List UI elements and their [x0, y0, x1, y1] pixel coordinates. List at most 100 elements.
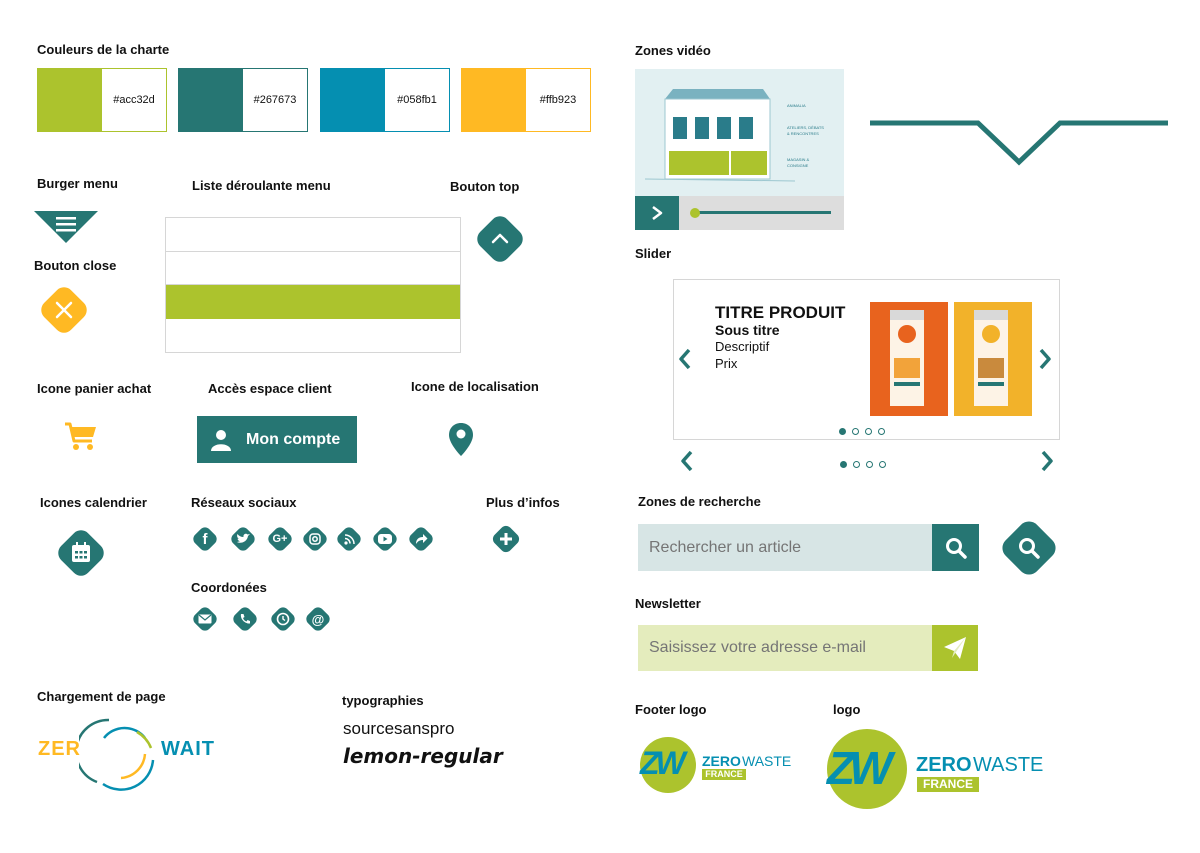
location-pin-icon[interactable] — [449, 423, 473, 457]
dropdown-menu — [165, 217, 461, 353]
main-logo: ZW ZERO WASTE FRANCE — [825, 727, 1043, 811]
main-logo-mark: ZW — [827, 742, 892, 794]
main-logo-waste: WASTE — [973, 754, 1044, 776]
swatch-blue: #058fb1 — [320, 68, 450, 132]
footer-logo-heading: Footer logo — [635, 702, 707, 717]
footer-logo-france: FRANCE — [702, 769, 746, 780]
search-submit-button[interactable] — [932, 524, 979, 571]
burger-menu-button[interactable] — [34, 211, 98, 243]
video-thumbnail — [635, 69, 844, 196]
close-button[interactable] — [37, 283, 91, 337]
outer-dot-3[interactable] — [866, 461, 873, 468]
logo-heading: logo — [833, 702, 861, 717]
slider-product-description: Descriptif — [715, 339, 770, 354]
dropdown-item-1[interactable] — [166, 218, 460, 252]
main-logo-zero: ZERO — [916, 754, 972, 776]
search-toggle-button[interactable] — [997, 516, 1061, 580]
slider-outer-next-icon[interactable] — [1039, 449, 1055, 473]
back-to-top-button[interactable] — [473, 212, 527, 266]
outer-dot-1[interactable] — [840, 461, 847, 468]
more-info-button[interactable] — [490, 523, 522, 555]
contact-heading: Coordonées — [191, 580, 267, 595]
phone-icon[interactable] — [230, 604, 260, 634]
swatch-yellow: #ffb923 — [461, 68, 591, 132]
account-label: Mon compte — [246, 430, 341, 448]
slider-next-arrow-icon[interactable] — [1037, 347, 1053, 371]
dropdown-item-4[interactable] — [166, 319, 460, 352]
section-divider-chevron — [870, 120, 1168, 166]
close-icon — [55, 301, 73, 319]
loading-right-text: WAIT — [161, 738, 215, 760]
cart-heading: Icone panier achat — [37, 381, 152, 396]
account-button[interactable]: Mon compte — [197, 416, 357, 463]
calendar-heading: Icones calendrier — [40, 495, 147, 510]
newsletter-submit-button[interactable] — [932, 625, 978, 671]
location-heading: Icone de localisation — [411, 379, 539, 394]
slider-prev-arrow-icon[interactable] — [677, 347, 693, 371]
slider-heading: Slider — [635, 246, 672, 261]
video-player[interactable]: ANIMALIA ATELIERS, DÉBATS & RENCONTRES M… — [635, 69, 844, 230]
loading-heading: Chargement de page — [37, 689, 166, 704]
at-icon[interactable]: @ — [303, 604, 333, 634]
swatch-green: #acc32d — [37, 68, 167, 132]
swatch-yellow-code: #ffb923 — [526, 69, 590, 131]
account-heading: Accès espace client — [208, 381, 332, 396]
twitter-icon[interactable] — [228, 524, 258, 554]
instagram-icon[interactable] — [300, 524, 330, 554]
outer-dot-4[interactable] — [879, 461, 886, 468]
slider-inner-pagination — [836, 422, 888, 440]
main-logo-france: FRANCE — [917, 777, 979, 792]
swatch-teal: #267673 — [178, 68, 308, 132]
burger-heading: Burger menu — [37, 176, 118, 191]
video-caption-1: ANIMALIA — [787, 103, 806, 108]
slider-product-price: Prix — [715, 356, 738, 371]
colors-heading: Couleurs de la charte — [37, 42, 170, 57]
slider-product-subtitle: Sous titre — [715, 322, 780, 338]
mail-icon[interactable] — [190, 604, 220, 634]
font-sample-lemon: lemon-regular — [343, 744, 503, 768]
share-icon[interactable] — [406, 524, 436, 554]
close-heading: Bouton close — [34, 258, 117, 273]
newsletter-email-input[interactable] — [638, 625, 932, 671]
slider-dot-3[interactable] — [865, 428, 872, 435]
video-play-button[interactable] — [635, 196, 679, 230]
typo-heading: typographies — [342, 693, 424, 708]
top-heading: Bouton top — [450, 179, 520, 194]
youtube-icon[interactable] — [370, 524, 400, 554]
slider-outer-prev-icon[interactable] — [679, 449, 695, 473]
video-caption-2: ATELIERS, DÉBATS & RENCONTRES — [787, 125, 824, 136]
product-image-2[interactable] — [954, 302, 1032, 416]
swatch-blue-code: #058fb1 — [385, 69, 449, 131]
product-slider: TITRE PRODUIT Sous titre Descriptif Prix — [673, 279, 1060, 440]
dropdown-item-3[interactable] — [166, 285, 460, 319]
more-heading: Plus d’infos — [486, 495, 560, 510]
outer-dot-2[interactable] — [853, 461, 860, 468]
video-progress-handle[interactable] — [690, 208, 700, 218]
calendar-icon — [72, 542, 90, 562]
slider-dot-4[interactable] — [878, 428, 885, 435]
dropdown-item-2[interactable] — [166, 252, 460, 285]
slider-dot-1[interactable] — [839, 428, 846, 435]
dropdown-heading: Liste déroulante menu — [192, 178, 331, 193]
product-image-1[interactable] — [870, 302, 948, 416]
search-input[interactable] — [638, 524, 932, 571]
facebook-icon[interactable]: f — [190, 524, 220, 554]
social-heading: Réseaux sociaux — [191, 495, 297, 510]
google-plus-icon[interactable]: G+ — [265, 524, 295, 554]
video-progress-track[interactable] — [693, 211, 831, 214]
video-heading: Zones vidéo — [635, 43, 711, 58]
chevron-up-icon — [491, 233, 509, 244]
slider-product-title: TITRE PRODUIT — [715, 303, 846, 322]
swatch-teal-code: #267673 — [243, 69, 307, 131]
plus-icon — [500, 533, 512, 545]
footer-logo: ZW ZERO WASTE FRANCE — [638, 735, 791, 795]
search-icon — [945, 537, 967, 559]
calendar-button[interactable] — [54, 526, 108, 580]
play-icon — [652, 206, 663, 220]
clock-icon[interactable] — [268, 604, 298, 634]
footer-logo-zero: ZERO — [702, 753, 741, 769]
rss-icon[interactable] — [334, 524, 364, 554]
paper-plane-icon — [944, 637, 966, 659]
slider-dot-2[interactable] — [852, 428, 859, 435]
shopping-cart-icon[interactable] — [64, 421, 98, 451]
